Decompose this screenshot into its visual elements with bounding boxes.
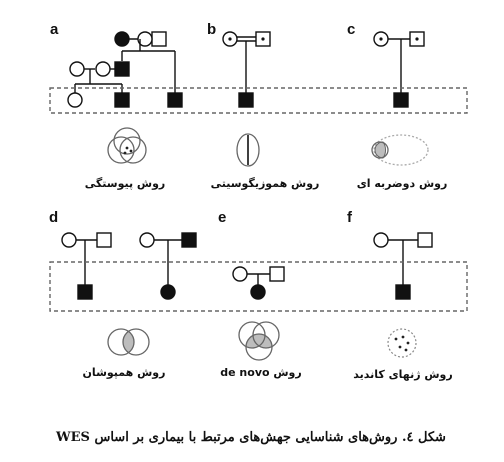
venn-diagram-f [387,328,417,358]
affected-female [114,31,130,47]
venn-diagram-b [236,133,260,167]
affected-male [77,284,93,300]
unaffected-male [151,31,167,47]
unaffected-female [232,266,248,282]
venn-diagram-c [371,134,429,166]
panel-a-label: a [50,21,59,38]
panel-e-label: e [218,209,226,226]
affected-male [238,92,254,108]
unaffected-male [417,232,433,248]
panel-b: b روش هموزیگوسیتی [207,21,319,190]
affected-male [395,284,411,300]
panel-c-method-label: روش دوضربه ای [357,177,448,190]
panel-e-method-label: روش de novo [220,366,301,379]
figure-caption: شکل ٤. روش‌های شناسایی جهش‌های مرتبط با … [55,430,446,445]
unaffected-female [61,232,77,248]
unaffected-female [69,61,85,77]
panel-a-method-label: روش پیوستگی [85,177,166,190]
panel-d-label: d [49,209,58,226]
panel-e: e روش de novo [218,209,302,379]
affected-male [114,92,130,108]
unaffected-female [95,61,111,77]
affected-female [250,284,266,300]
panel-d: d روش همپوشان [49,209,197,379]
panel-f: f روش ژنهای کاندید [347,209,453,381]
affected-male [167,92,183,108]
affected-male [114,61,130,77]
panel-f-method-label: روش ژنهای کاندید [353,368,452,381]
affected-male [393,92,409,108]
panel-a: a روش پیوستگی [50,21,183,190]
venn-diagram-e [238,321,280,361]
affected-male [181,232,197,248]
panel-f-label: f [347,209,353,226]
unaffected-female [139,232,155,248]
affected-generation-box [49,261,468,312]
affected-generation-box [49,87,468,114]
venn-diagram-a [107,127,147,164]
panel-c-label: c [347,21,355,38]
venn-diagram-d [107,328,150,356]
panel-b-method-label: روش هموزیگوسیتی [211,177,320,190]
unaffected-male [269,266,285,282]
panel-d-method-label: روش همپوشان [83,366,166,379]
unaffected-male [96,232,112,248]
panel-b-label: b [207,21,216,38]
unaffected-female [373,232,389,248]
affected-female [160,284,176,300]
unaffected-female [137,31,153,47]
unaffected-female [67,92,83,108]
panel-c: c روش دوضربه ای [347,21,447,190]
